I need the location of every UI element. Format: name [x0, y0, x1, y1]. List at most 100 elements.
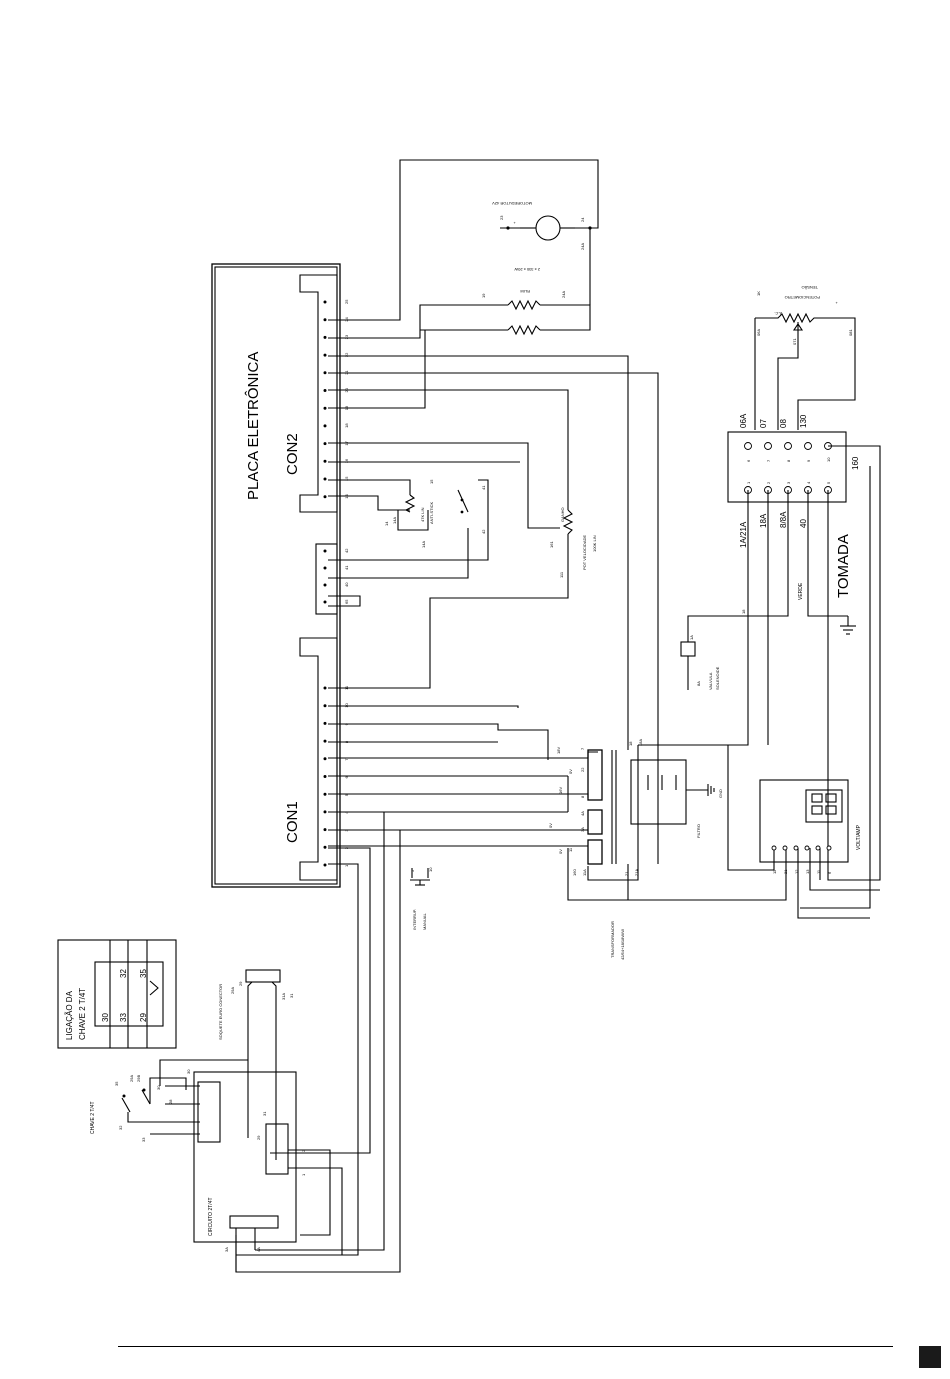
terminal-pin	[804, 442, 812, 450]
speed-pot-label: POT VELOCIDADE	[582, 535, 587, 570]
verde-label: VERDE	[798, 582, 804, 600]
manual-label: MANUAL	[422, 913, 427, 930]
wire-19-label: 19	[481, 293, 486, 298]
wire-21-label: 21	[624, 871, 629, 876]
pin-dot	[323, 549, 327, 553]
pin-dot	[323, 686, 327, 690]
pin-22-label: 22	[580, 767, 585, 772]
wire-160-label: 160	[851, 456, 860, 470]
wire-18a-top-label: 18A	[638, 739, 643, 746]
switch-box-subtitle: CHAVE 2 T/4T	[78, 988, 87, 1040]
selector-switch: CHAVE 2 T/4T 30 29A 29B 35 32 33 28 30	[90, 1059, 248, 1142]
terminal-block	[727, 431, 847, 503]
pin-dot	[323, 757, 327, 761]
speed-pot: POT VELOCIDADE 100K LIN 161 111 GANHO	[549, 507, 597, 578]
volt-amp-pin-number: 6	[827, 871, 832, 874]
speed-pot-value-label: 100K LIN	[592, 535, 597, 552]
box-pin-33: 33	[119, 1013, 128, 1022]
wire-14a-label: 14A	[392, 517, 397, 524]
socket-label: SOQUETE EURO CONECTOR	[218, 984, 223, 1040]
terminal-pin-number: 3	[786, 481, 791, 484]
wire-31-label: 31	[289, 993, 294, 998]
box-pin-30: 30	[101, 1013, 110, 1022]
wire-41-label: 41	[481, 485, 486, 490]
pin-dot	[323, 739, 327, 743]
pin-dot	[323, 335, 327, 339]
wire-5-label: 5	[410, 869, 415, 872]
pin-dot	[323, 566, 327, 570]
pin-3a-label: 3A	[580, 827, 585, 832]
wire-14a-lower-label: 14A	[421, 541, 426, 548]
wire-10-label: 10	[428, 867, 433, 872]
con2-wiring	[328, 159, 659, 745]
wire-23-label: 23	[499, 215, 504, 220]
filter-label: FILTRO	[696, 824, 701, 838]
volt-amp-pin	[771, 845, 777, 851]
terminal-wire-label: 130	[799, 414, 808, 428]
pin-dot	[323, 775, 327, 778]
terminal-pin	[784, 442, 792, 450]
terminal-pin-number: 2	[766, 481, 771, 484]
pot-plus-label: +	[834, 301, 839, 304]
pin-dot	[323, 863, 327, 867]
volt-amp-meter: VOLT/AMP	[568, 744, 880, 919]
pot-ac-label: A.C.	[774, 311, 782, 316]
pin-dot	[323, 828, 327, 832]
volt-amp-pin-number: 13	[805, 869, 810, 874]
wire-18-top-label: 18	[628, 741, 633, 746]
pin-number: 65	[344, 599, 349, 604]
pot-1k-label: 1K	[756, 291, 761, 296]
pin-dot	[323, 389, 327, 392]
gnd-label: GND	[718, 789, 723, 798]
wire-29-label: 29	[238, 981, 243, 986]
wire-071-label: 071	[792, 338, 797, 345]
wire-3a-label: 3A	[224, 1247, 229, 1252]
volt-amp-pin-number: 12	[794, 869, 799, 874]
con2-label: CON2	[284, 433, 301, 475]
terminal-pin-number: 8	[786, 459, 791, 462]
pin-number: 21	[344, 370, 349, 375]
wire-0v-label: 0V	[568, 769, 573, 774]
resistors-label: 2 x 330 x 20W	[514, 267, 540, 272]
pin-7-label: 7	[580, 747, 585, 750]
volt-amp-pin	[826, 845, 832, 851]
wire-18v-label: 18V	[556, 747, 561, 754]
switch-41-42: 41 42	[481, 485, 486, 534]
terminal-pin-number: 7	[766, 459, 771, 462]
pin-dot	[323, 600, 327, 604]
wire-0v-c-label: 0V	[558, 849, 563, 854]
pin-8-label: 8	[580, 795, 585, 798]
chave-32-label: 32	[118, 1125, 123, 1130]
power-resistors: 2 x 330 x 20W RLIM 19 24A	[481, 267, 566, 336]
wire-1a-label: 1A	[689, 635, 694, 640]
terminal-wire-label: 06A	[739, 413, 748, 428]
terminal-pin-number: 9	[806, 459, 811, 462]
wire-06a-upper-label: 06A	[756, 329, 761, 336]
pin-11-label: 11	[568, 847, 573, 852]
wire-081-label: 081	[848, 329, 853, 336]
pin-number: 42	[344, 548, 349, 553]
pin-dot	[323, 583, 327, 587]
euro-connector-socket: SOQUETE EURO CONECTOR 29A 29 31A 31	[218, 969, 294, 1160]
pin-dot	[323, 424, 327, 428]
box-pin-29: 29	[139, 1013, 148, 1022]
pin-dot	[323, 300, 327, 304]
pin-dot	[323, 459, 327, 463]
circuit-label: CIRCUITO 2T/4T	[208, 1197, 214, 1236]
volt-amp-pin-number: 21	[783, 869, 788, 874]
wire-111-label: 111	[559, 571, 564, 578]
circuit-2t4t: CIRCUITO 2T/4T 3A 4A 29 31 2 1	[193, 1060, 343, 1272]
chave-28-label: 28	[168, 1099, 173, 1104]
wire-42-label: 42	[481, 529, 486, 534]
tomada-ground: TOMADA VERDE	[798, 534, 856, 635]
terminal-pin	[744, 442, 752, 450]
pin-number: 25	[344, 299, 349, 304]
pin-number: 41	[344, 565, 349, 570]
wire-18-valve-label: 18	[741, 609, 746, 614]
chave-30-label: 30	[186, 1069, 191, 1074]
tension-label: TENSÃO	[802, 285, 818, 290]
terminal-wire-label: 08	[779, 419, 788, 428]
page-corner-mark	[919, 1346, 941, 1368]
